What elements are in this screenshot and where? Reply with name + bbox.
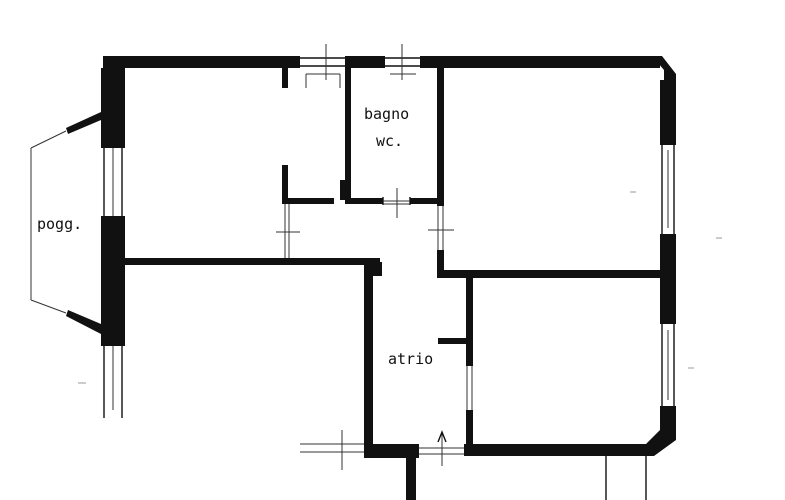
entrance-label: atrio <box>388 350 434 368</box>
balcony <box>30 112 101 334</box>
exterior-walls <box>101 56 676 500</box>
interior-walls <box>122 66 662 456</box>
door-marks <box>276 188 473 470</box>
faint-marks <box>78 191 722 384</box>
windows <box>103 44 675 500</box>
bathroom-label: bagno <box>364 105 410 123</box>
wc-label: wc. <box>376 132 404 150</box>
balcony-label: pogg. <box>37 215 83 233</box>
